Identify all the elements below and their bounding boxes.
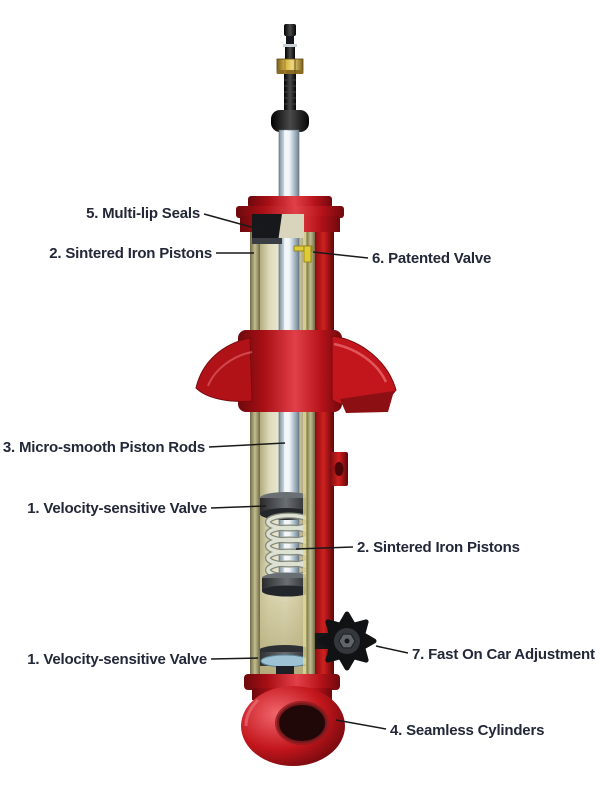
bottom-eyelet (241, 674, 345, 766)
leader-sintered-mid (295, 546, 354, 550)
label-velocity-sensitive-valve-lower: 1. Velocity-sensitive Valve (27, 651, 207, 668)
side-bracket (331, 452, 348, 486)
label-sintered-iron-pistons-mid: 2. Sintered Iron Pistons (357, 539, 520, 556)
top-cap-and-seals (236, 196, 344, 263)
base-valve (257, 645, 313, 675)
label-velocity-sensitive-valve-upper: 1. Velocity-sensitive Valve (27, 500, 207, 517)
labels: 5. Multi-lip Seals 2. Sintered Iron Pist… (3, 205, 595, 739)
spring-seat-bracket (195, 330, 397, 413)
leader-piston-rods (208, 442, 286, 448)
patented-valve (293, 245, 313, 263)
leader-patented-valve (312, 251, 369, 259)
leader-velocity-valve-upper (210, 505, 267, 509)
leader-velocity-valve-lower (210, 657, 259, 660)
thread-lines (284, 79, 296, 105)
leader-multi-lip-seals (203, 213, 263, 231)
label-multi-lip-seals: 5. Multi-lip Seals (86, 205, 200, 222)
shock-absorber-illustration (195, 24, 397, 766)
label-sintered-iron-pistons-top: 2. Sintered Iron Pistons (49, 245, 212, 262)
leader-fast-adjustment (375, 645, 409, 654)
multi-lip-seal (252, 214, 282, 242)
lower-piston (262, 572, 312, 597)
hex-nut (276, 58, 304, 74)
mounting-stem (271, 24, 309, 132)
inner-cylinder-walls (250, 228, 315, 680)
outer-cylinder-wall (315, 218, 334, 684)
label-fast-on-car-adjustment: 7. Fast On Car Adjustment (412, 646, 595, 663)
label-seamless-cylinders: 4. Seamless Cylinders (390, 722, 544, 739)
label-micro-smooth-piston-rods: 3. Micro-smooth Piston Rods (3, 439, 205, 456)
bump-stop (271, 110, 309, 132)
label-patented-valve: 6. Patented Valve (372, 250, 491, 267)
leader-seamless-cylinders (335, 719, 387, 730)
leader-lines (203, 213, 409, 730)
adjuster-knob (315, 611, 377, 671)
